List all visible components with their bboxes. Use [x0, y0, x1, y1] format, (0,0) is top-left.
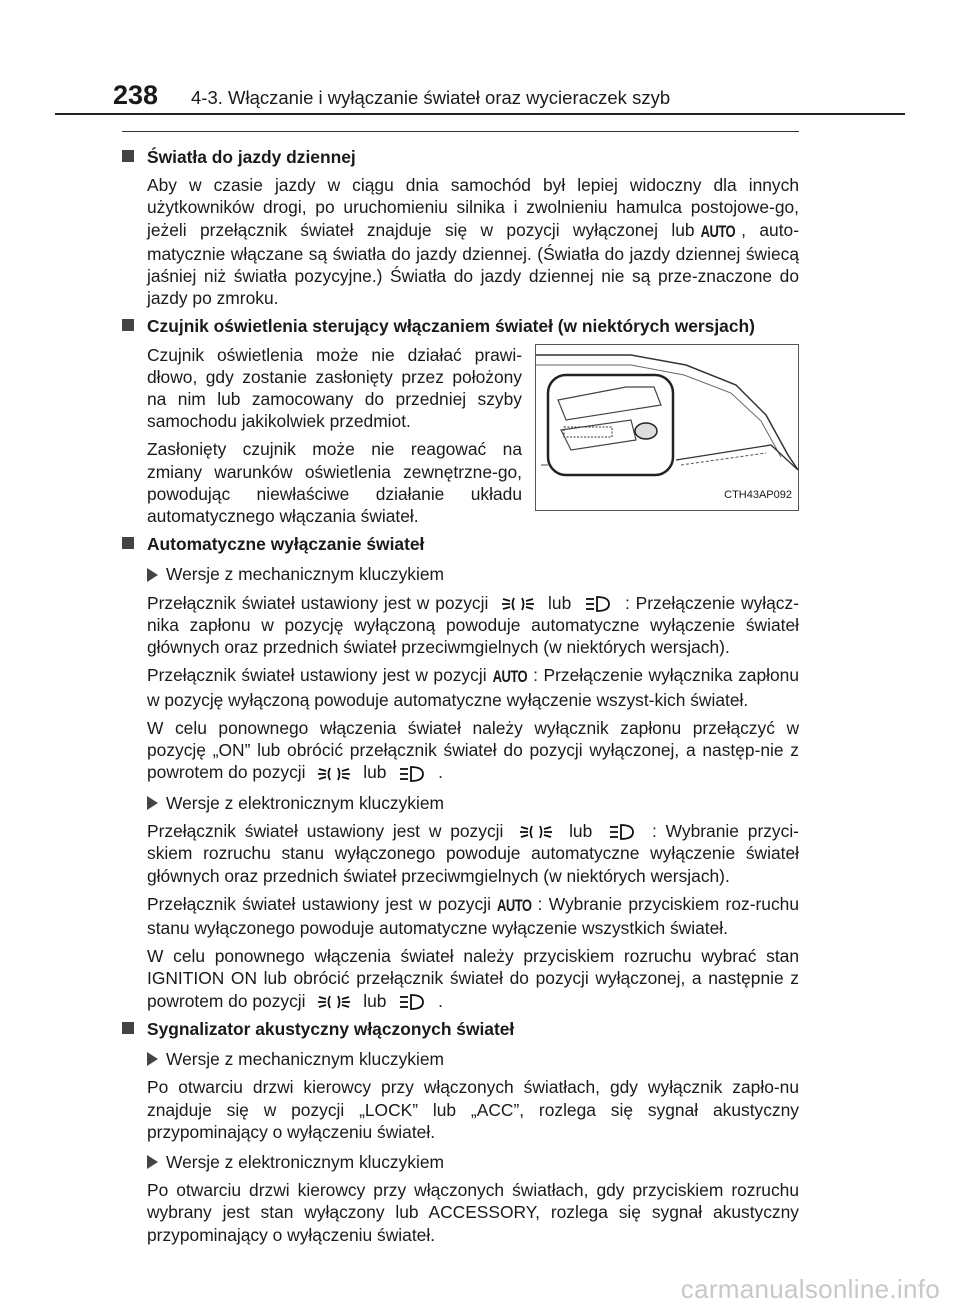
auto-icon: AUTO [496, 895, 532, 915]
section-heading-buzzer: Sygnalizator akustyczny włączonych świat… [122, 1018, 799, 1040]
headlight-icon [586, 596, 611, 612]
paragraph: Przełącznik świateł ustawiony jest w poz… [147, 592, 799, 658]
tail-light-icon [318, 995, 351, 1009]
auto-icon: AUTO [492, 667, 528, 687]
triangle-bullet-icon [147, 1052, 158, 1067]
heading-text: Automatyczne wyłączanie świateł [147, 534, 425, 555]
paragraph: W celu ponownego włączenia świateł należ… [147, 717, 799, 783]
tail-light-icon [520, 825, 553, 839]
tail-light-icon [318, 767, 351, 781]
headlight-icon [400, 765, 425, 782]
paragraph: Zasłonięty czujnik może nie reagować na … [147, 439, 522, 527]
figure-label: CTH43AP092 [724, 489, 792, 502]
triangle-bullet-icon [147, 795, 158, 810]
section-rule [122, 131, 799, 132]
section-heading-auto-off: Automatyczne wyłączanie świateł [122, 533, 799, 555]
headlight-icon [610, 824, 635, 841]
subheading-mechanical-key: Wersje z mechanicznym kluczykiem [147, 1048, 799, 1070]
sensor-figure: CTH43AP092 [535, 343, 799, 511]
square-bullet-icon [122, 150, 134, 162]
paragraph: W celu ponownego włączenia świateł należ… [147, 946, 799, 1011]
subheading-electronic-key: Wersje z elektronicznym kluczykiem [147, 792, 799, 814]
tail-light-icon [502, 597, 535, 611]
triangle-bullet-icon [147, 567, 158, 582]
page-number: 238 [113, 80, 159, 110]
watermark: carmanualsonline.info [680, 1274, 940, 1304]
headlight-icon [400, 994, 425, 1010]
triangle-bullet-icon [147, 1155, 158, 1170]
paragraph: Po otwarciu drzwi kierowcy przy włączony… [147, 1180, 799, 1245]
paragraph: Przełącznik świateł ustawiony jest w poz… [147, 664, 799, 710]
section-heading-sensor: Czujnik oświetlenia sterujący włączaniem… [122, 315, 799, 337]
sensor-block: Czujnik oświetlenia może nie działać pra… [147, 343, 799, 528]
heading-text: Światła do jazdy dziennej [147, 147, 356, 167]
header-rule [55, 113, 905, 115]
paragraph: Po otwarciu drzwi kierowcy przy włączony… [147, 1077, 799, 1142]
sensor-text: Czujnik oświetlenia może nie działać pra… [147, 344, 522, 528]
paragraph: Czujnik oświetlenia może nie działać pra… [147, 344, 522, 432]
paragraph: Aby w czasie jazdy w ciągu dnia samochód… [147, 175, 799, 309]
page-header: 238 4-3. Włączanie i wyłączanie świateł … [113, 80, 670, 111]
square-bullet-icon [122, 319, 134, 332]
subheading-electronic-key: Wersje z elektronicznym kluczykiem [147, 1151, 799, 1173]
heading-text: Czujnik oświetlenia sterujący włączaniem… [147, 316, 755, 337]
section-heading-drl: Światła do jazdy dziennej [122, 146, 799, 168]
auto-icon: AUTO [700, 221, 736, 241]
square-bullet-icon [122, 537, 134, 550]
chapter-title: 4-3. Włączanie i wyłączanie świateł oraz… [191, 87, 671, 108]
heading-text: Sygnalizator akustyczny włączonych świat… [147, 1018, 515, 1039]
subheading-mechanical-key: Wersje z mechanicznym kluczykiem [147, 563, 799, 585]
paragraph: Przełącznik świateł ustawiony jest w poz… [147, 893, 799, 939]
page-content: Światła do jazdy dziennej Aby w czasie j… [122, 140, 799, 1246]
sensor-illustration [536, 353, 799, 476]
square-bullet-icon [122, 1021, 134, 1034]
paragraph: Przełącznik świateł ustawiony jest w poz… [147, 820, 799, 886]
